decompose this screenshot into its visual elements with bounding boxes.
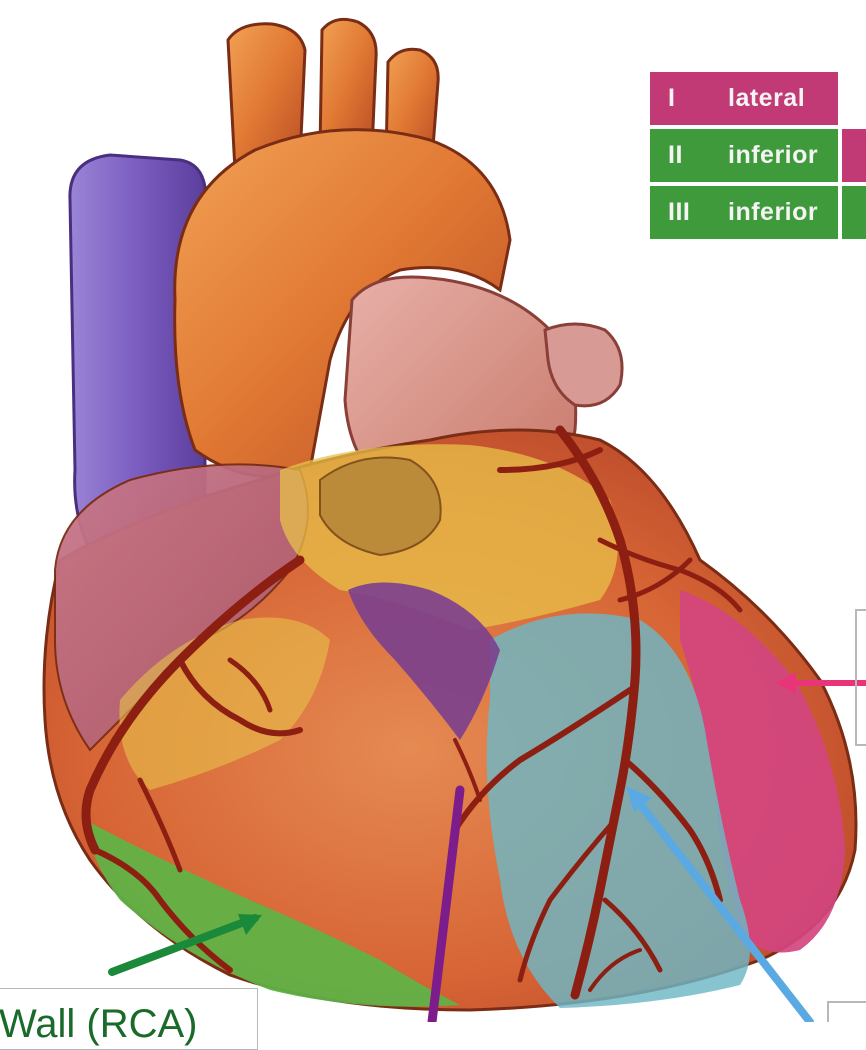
lead-cell-iii: III inferior bbox=[650, 186, 838, 239]
lead-cell-i: I lateral bbox=[650, 72, 838, 125]
lateral-label-box-edge bbox=[856, 610, 866, 745]
inferior-wall-label: Wall (RCA) bbox=[0, 988, 258, 1050]
lead-number: I bbox=[650, 84, 728, 113]
inferior-wall-label-text: Wall (RCA) bbox=[0, 1002, 198, 1046]
anterior-label-box-edge bbox=[828, 1002, 866, 1022]
lead-cell-ii: II inferior bbox=[650, 129, 838, 182]
lead-legend-table: I lateral II inferior III inferior bbox=[650, 72, 866, 243]
lead-tail-ii bbox=[842, 129, 866, 182]
lead-number: III bbox=[650, 198, 728, 227]
lead-wall: inferior bbox=[728, 141, 818, 170]
lead-wall: lateral bbox=[728, 84, 805, 113]
lead-tail-iii bbox=[842, 186, 866, 239]
lead-wall: inferior bbox=[728, 198, 818, 227]
lead-number: II bbox=[650, 141, 728, 170]
lead-row-i: I lateral bbox=[650, 72, 866, 125]
lead-row-iii: III inferior bbox=[650, 186, 866, 239]
heart-diagram: I lateral II inferior III inferior Wall … bbox=[0, 0, 866, 1022]
lead-row-ii: II inferior bbox=[650, 129, 866, 182]
